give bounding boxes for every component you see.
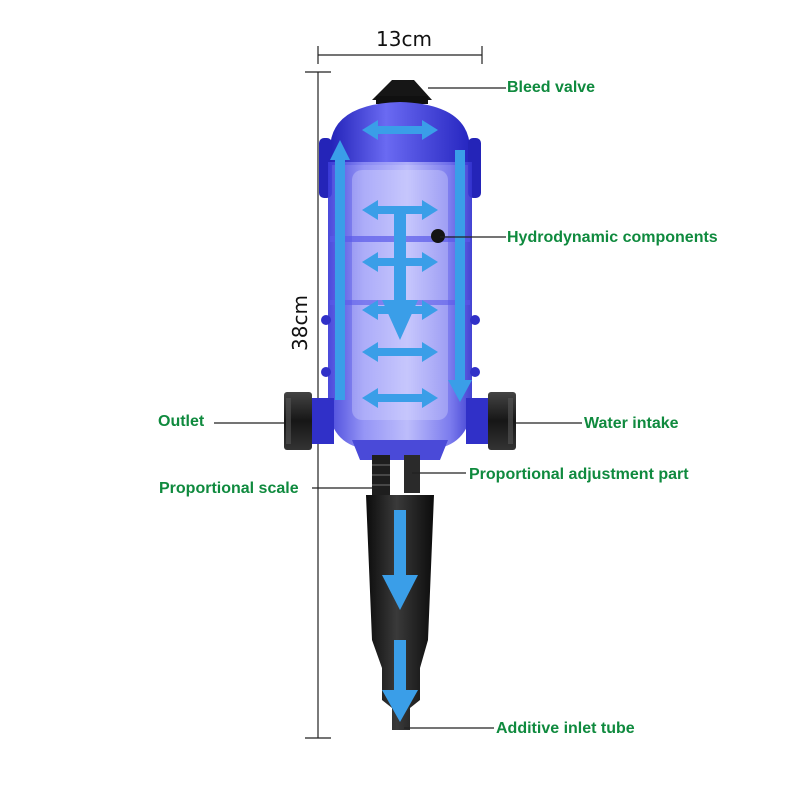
body-collar (352, 440, 448, 460)
flow-arrows-group (330, 120, 472, 722)
width-dimension-label: 13cm (376, 27, 432, 51)
bleed-valve-knob (372, 80, 432, 104)
body-bump (470, 367, 480, 377)
label-additive-inlet-tube: Additive inlet tube (496, 720, 635, 737)
label-proportional-scale: Proportional scale (159, 480, 299, 497)
flow-arrow-icon (382, 640, 418, 722)
height-dimension-label: 38cm (287, 295, 312, 351)
flow-arrow-icon (362, 342, 438, 362)
label-hydrodynamic-components: Hydrodynamic components (507, 229, 718, 246)
body-bump (321, 315, 331, 325)
label-water-intake: Water intake (584, 415, 679, 432)
body-bump (470, 315, 480, 325)
flow-arrow-icon (382, 510, 418, 610)
width-dimension (317, 46, 483, 64)
flow-arrow-icon (362, 120, 438, 140)
hydrodynamic-component-dot (431, 229, 445, 243)
additive-inlet-tube (366, 495, 434, 730)
flow-arrow-icon (448, 150, 472, 402)
proportional-adjustment-part (372, 455, 420, 495)
body-bump (321, 367, 331, 377)
flow-arrow-icon (362, 388, 438, 408)
label-proportional-adjustment-part: Proportional adjustment part (469, 466, 689, 483)
label-bleed-valve: Bleed valve (507, 79, 596, 96)
leader-lines (214, 87, 582, 729)
flow-arrow-icon (382, 210, 418, 340)
label-outlet: Outlet (158, 413, 205, 430)
outlet-fitting (284, 392, 334, 450)
water-intake-fitting (466, 392, 516, 450)
flow-arrow-icon (330, 140, 350, 400)
